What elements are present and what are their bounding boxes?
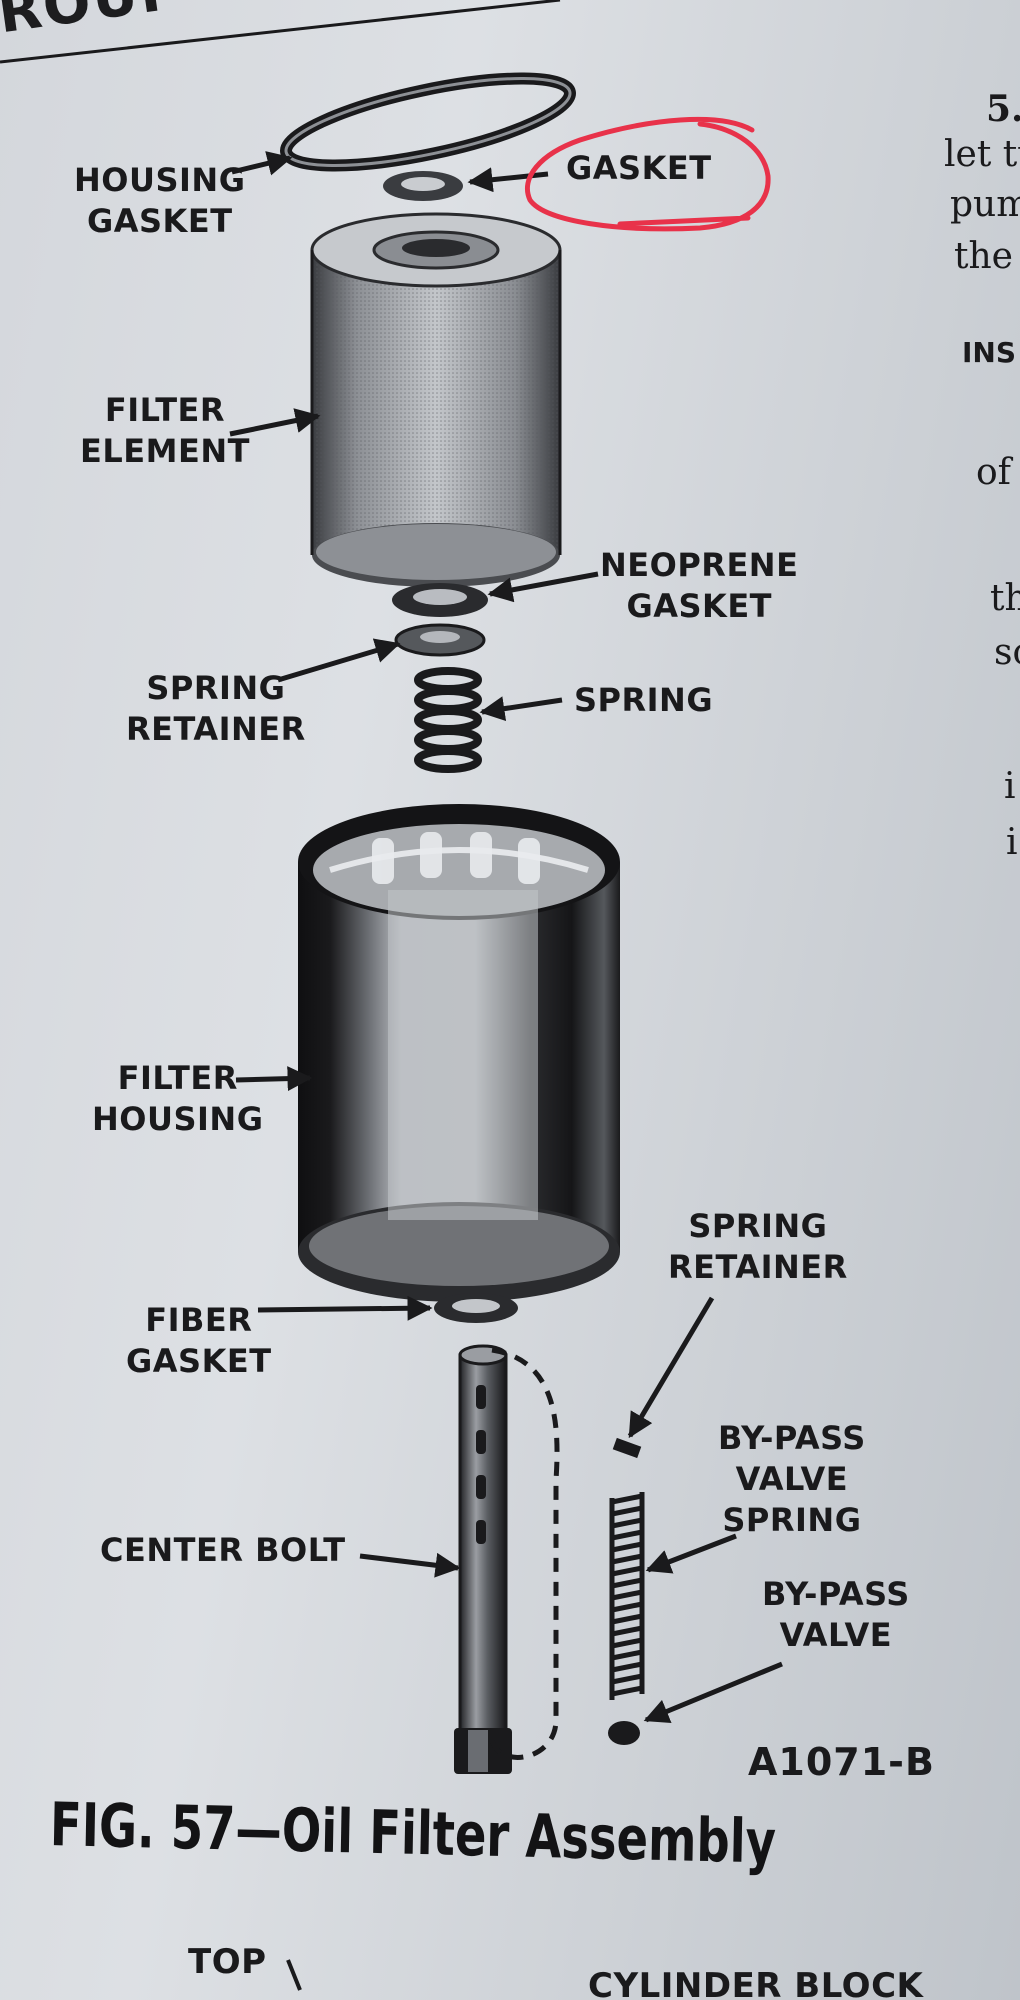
bottom-label-top: TOP [188,1942,267,1982]
label-fiber-gasket: FIBER GASKET [126,1300,272,1382]
bottom-label-cylinder-block: CYLINDER BLOCK [588,1966,924,2000]
right-column-text: i [1006,822,1018,863]
label-spring-retainer-lower: SPRING RETAINER [668,1206,848,1288]
label-line: GASKET [86,202,233,240]
right-column-text: 5. [986,88,1020,130]
label-housing-gasket: HOUSING GASKET [74,160,245,242]
label-filter-housing: FILTER HOUSING [92,1058,263,1140]
label-bypass-valve: BY-PASS VALVE [762,1574,910,1656]
lower-spring-retainer-part [612,1437,642,1459]
bypass-valve-part [608,1721,640,1745]
right-column-text: pum [950,184,1020,225]
dashed-assembly-path [489,1347,560,1760]
label-line: CENTER BOLT [100,1531,346,1569]
leader-arrows [229,151,783,1723]
label-line: GASKET [566,149,712,187]
label-line: SPRING [146,669,286,707]
bottom-arrow-fragment [286,1959,302,1991]
label-line: BY-PASS [762,1575,910,1613]
right-column-text: sc [994,632,1020,673]
right-column-text: let tu [944,134,1020,175]
label-line: VALVE [779,1616,893,1654]
label-filter-element: FILTER ELEMENT [80,390,250,472]
spring-retainer-part [394,623,486,657]
label-line: SPRING [688,1207,828,1245]
right-column-text: th [990,578,1020,619]
gasket-part [383,171,463,201]
red-annotation-circle [525,116,771,232]
bypass-valve-spring-part [609,1492,645,1700]
spring-part [414,667,482,773]
center-bolt-part [454,1344,512,1774]
fiber-gasket-part [434,1293,518,1323]
label-spring: SPRING [574,680,713,721]
right-column-text: i [1004,766,1016,807]
right-column-text: INS [962,336,1017,369]
filter-housing-part [298,804,620,1302]
filter-element-part [310,212,562,587]
label-bypass-valve-spring: BY-PASS VALVE SPRING [718,1418,866,1541]
label-line: GASKET [626,587,772,625]
right-column-text: of [976,452,1011,493]
label-line: RETAINER [126,710,306,748]
figure-id: A1071-B [748,1740,935,1784]
label-line: GASKET [126,1342,272,1380]
label-line: SPRING [722,1501,862,1539]
label-neoprene-gasket: NEOPRENE GASKET [600,545,798,627]
label-center-bolt: CENTER BOLT [100,1530,346,1571]
label-line: FILTER [117,1059,238,1097]
label-line: FILTER [104,391,226,429]
label-line: HOUSING [92,1100,264,1138]
header-rule [0,0,561,64]
label-line: VALVE [735,1460,849,1498]
label-line: SPRING [574,681,714,719]
label-line: ELEMENT [80,432,250,470]
right-column-text: the [954,236,1013,277]
neoprene-gasket-part [392,583,488,617]
label-line: HOUSING [74,161,246,199]
label-line: FIBER [145,1301,253,1339]
label-line: BY-PASS [718,1419,866,1457]
label-line: NEOPRENE [600,546,799,584]
label-spring-retainer-top: SPRING RETAINER [126,668,306,750]
label-gasket: GASKET [566,148,712,189]
label-line: RETAINER [668,1248,848,1286]
housing-gasket-part [280,72,576,172]
